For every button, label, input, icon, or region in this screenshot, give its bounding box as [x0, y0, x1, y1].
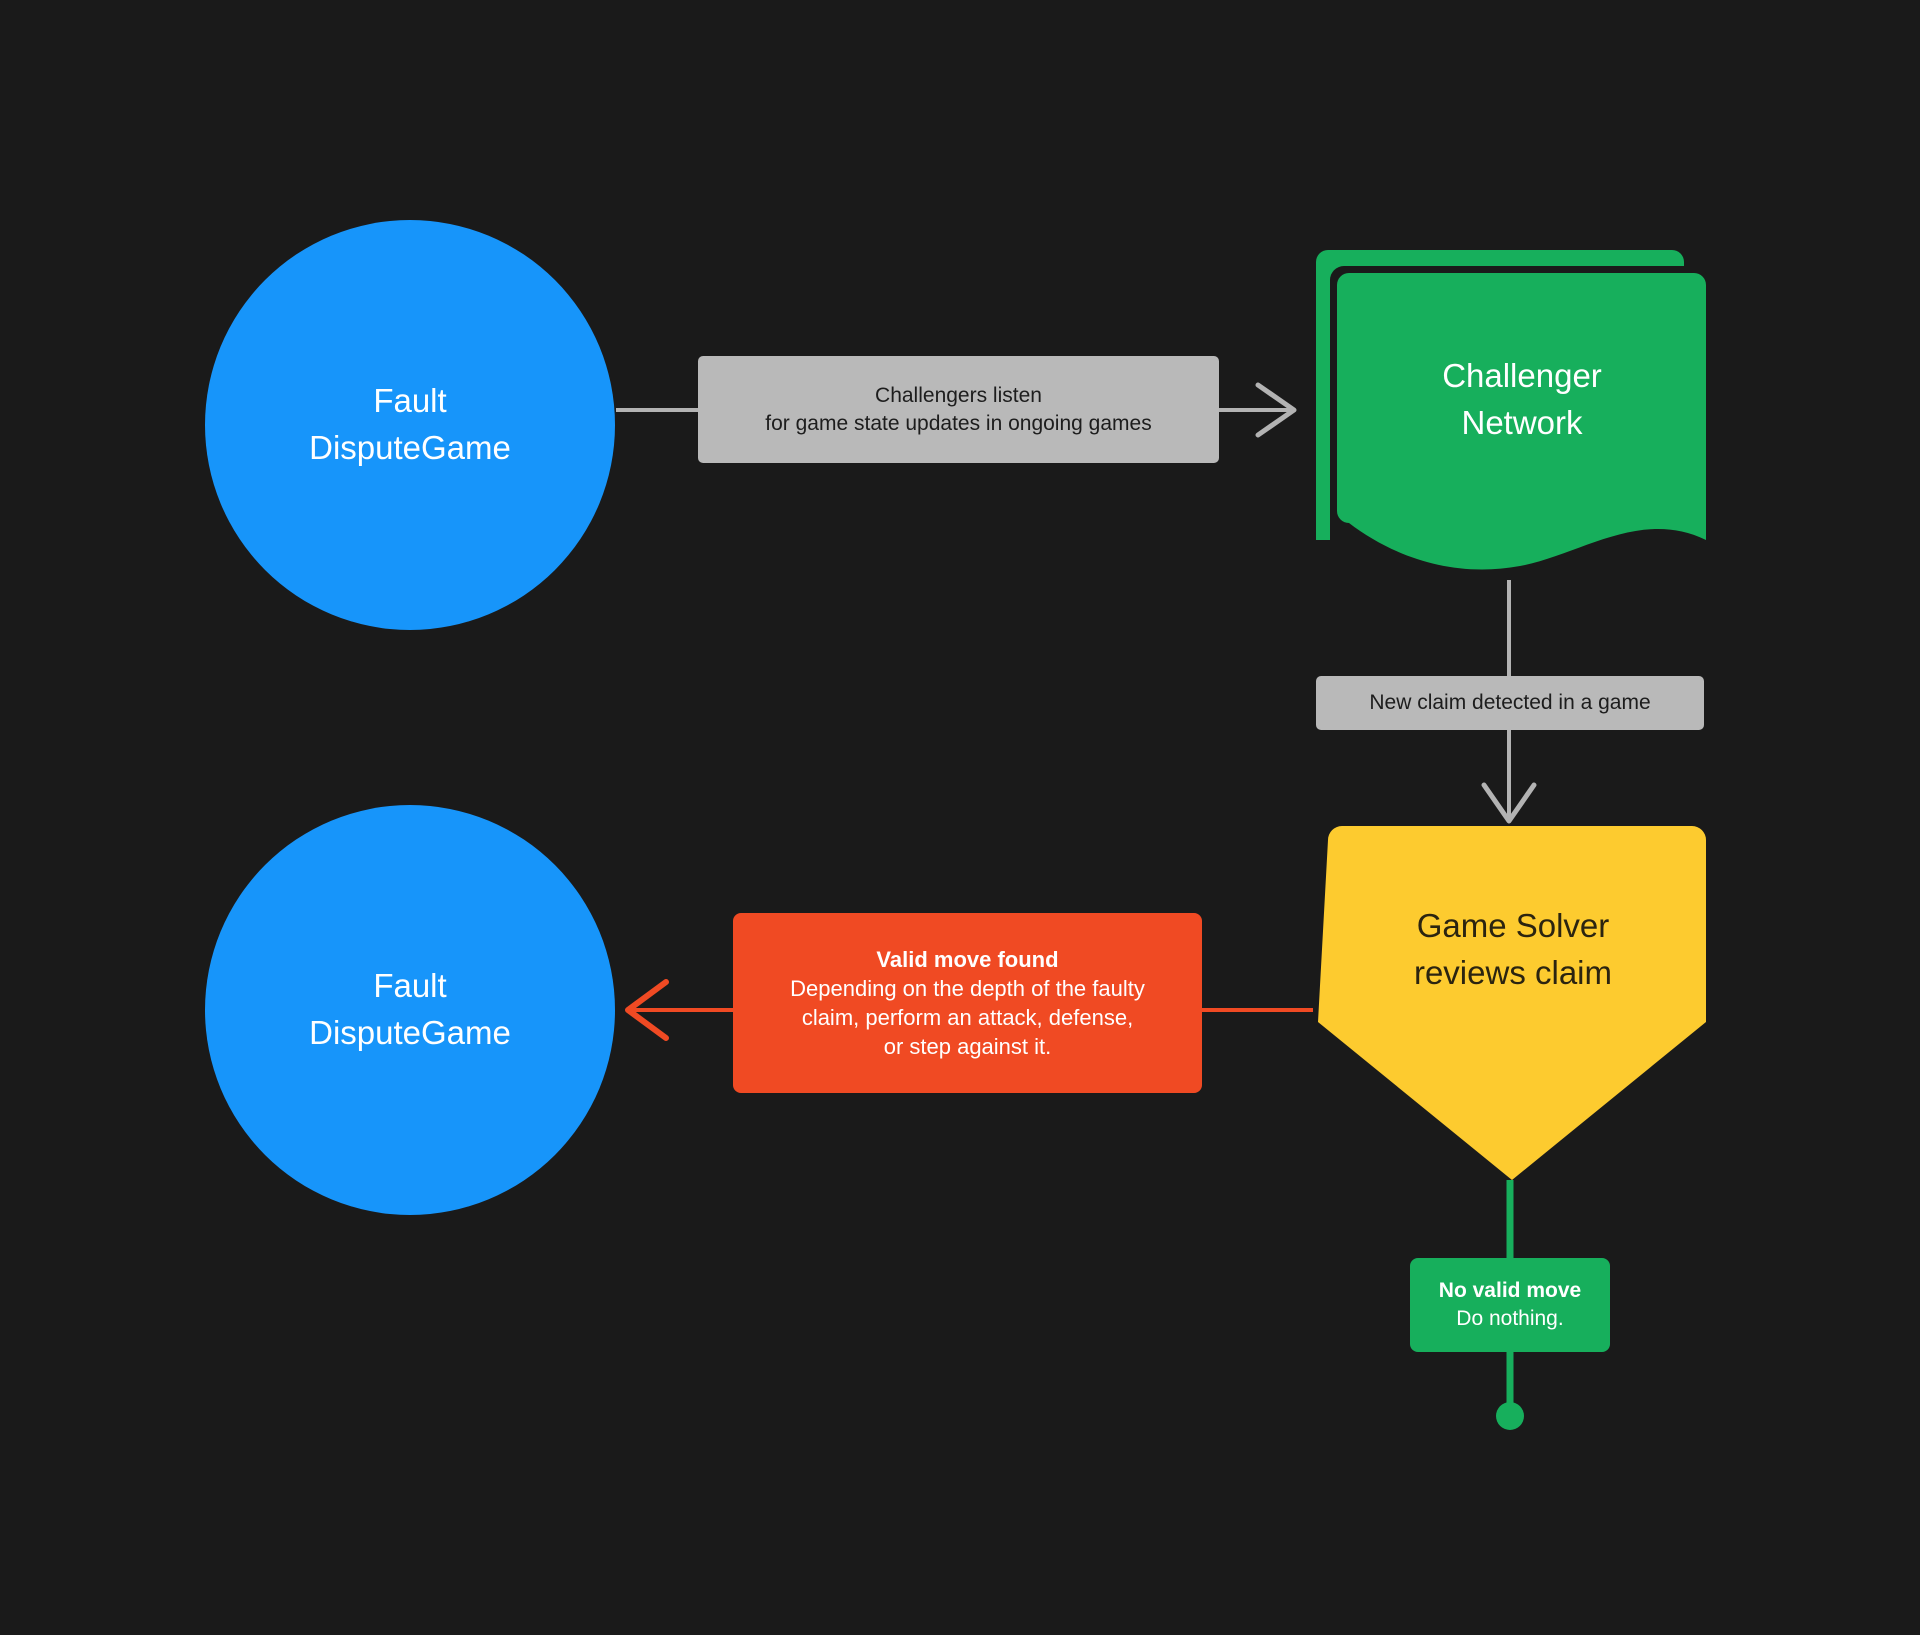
edge-label-challengers-listen[interactable]: Challengers listen for game state update…: [698, 356, 1219, 463]
node-fault-dispute-game-top[interactable]: [205, 220, 615, 630]
edge-label-no-valid-move[interactable]: No valid move Do nothing.: [1410, 1258, 1610, 1352]
edge-label-valid-move[interactable]: Valid move found Depending on the depth …: [733, 913, 1202, 1093]
node-challenger-network[interactable]: [1316, 250, 1708, 570]
label-listen-line1: Challengers listen: [875, 383, 1042, 407]
label-listen-line2: for game state updates in ongoing games: [765, 411, 1152, 435]
arrowhead-left-red-icon: [625, 979, 669, 1041]
document-front-sheet: [1337, 273, 1706, 570]
arrowhead-right-grey-icon: [1255, 382, 1297, 438]
label-valid-move-title: Valid move found: [876, 946, 1059, 972]
node-fault-dispute-game-bottom[interactable]: [205, 805, 615, 1215]
label-valid-move-line1: Depending on the depth of the faulty: [790, 975, 1145, 1001]
label-no-valid-move-line1: Do nothing.: [1456, 1307, 1564, 1330]
edge-label-new-claim[interactable]: New claim detected in a game: [1316, 676, 1704, 730]
label-new-claim-line1: New claim detected in a game: [1369, 691, 1651, 715]
label-valid-move-line3: or step against it.: [883, 1034, 1052, 1060]
label-valid-move-line2: claim, perform an attack, defense,: [801, 1005, 1134, 1030]
terminal-dot-icon: [1496, 1402, 1524, 1430]
node-game-solver[interactable]: [1318, 826, 1706, 1180]
arrowhead-down-grey-icon: [1481, 782, 1537, 824]
label-no-valid-move-title: No valid move: [1438, 1279, 1582, 1303]
